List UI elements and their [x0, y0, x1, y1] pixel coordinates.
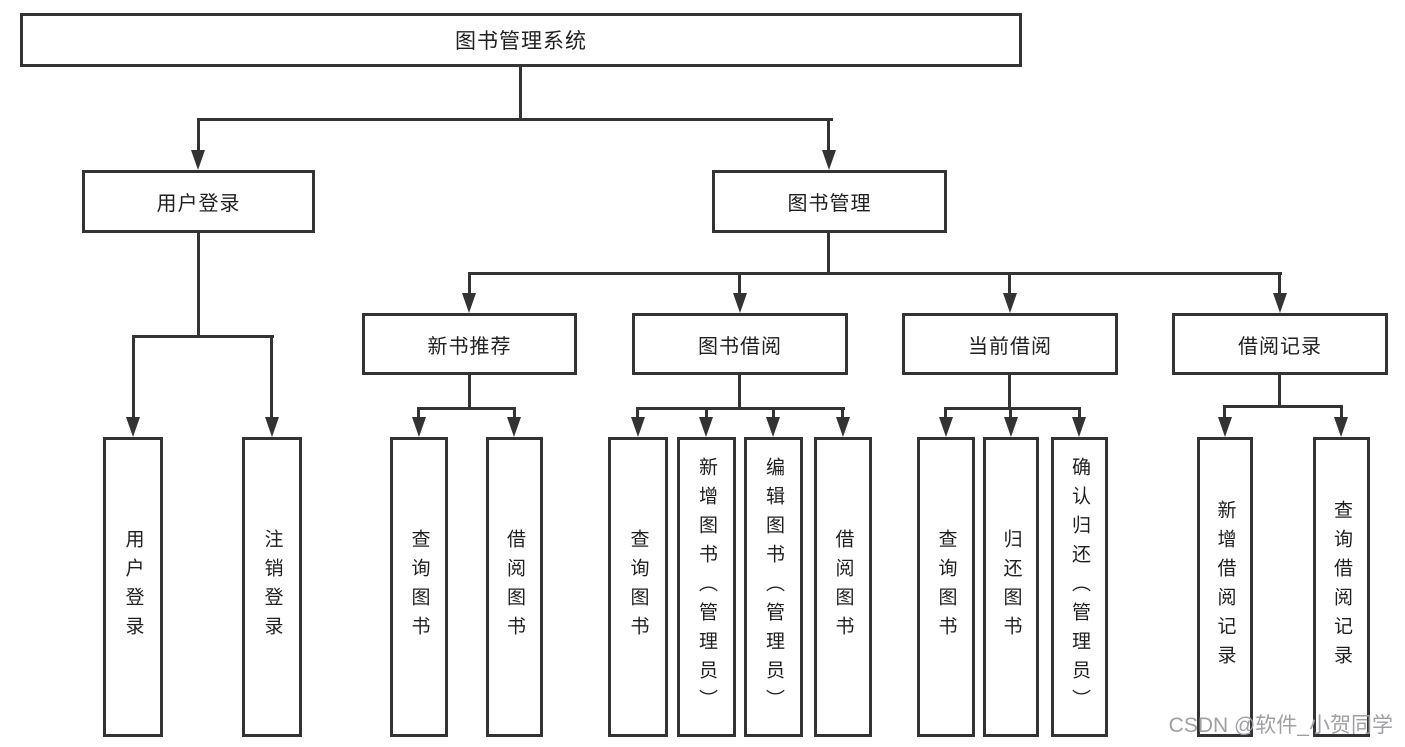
- node-book-borrow: 图书借阅: [632, 313, 848, 375]
- node-leaf-return-books: 归还图书: [983, 437, 1039, 737]
- arrow-down-icon: [766, 417, 780, 437]
- node-label: 借阅图书: [832, 529, 854, 645]
- node-label: 新增图书（管理员）: [696, 456, 717, 718]
- connector-book-mgmt-stem: [827, 233, 830, 272]
- connector-drop: [417, 407, 420, 419]
- connector-drop: [636, 407, 639, 419]
- arrow-down-icon: [1072, 417, 1086, 437]
- connector-drop: [738, 272, 741, 295]
- node-label: 注销登录: [261, 529, 283, 645]
- arrow-down-icon: [1334, 417, 1348, 437]
- connector-stem: [738, 375, 741, 407]
- connector-rail: [944, 407, 1081, 410]
- node-label: 借阅记录: [1238, 335, 1322, 358]
- node-book-management: 图书管理: [712, 170, 947, 233]
- arrow-down-icon: [1273, 293, 1287, 313]
- node-current-borrow: 当前借阅: [902, 313, 1118, 375]
- node-label: 确认归还（管理员）: [1069, 456, 1090, 718]
- node-leaf-confirm-return-admin: 确认归还（管理员）: [1051, 437, 1108, 737]
- node-label: 用户登录: [122, 529, 144, 645]
- arrow-down-icon: [191, 150, 205, 170]
- connector-drop-login: [197, 118, 200, 152]
- node-leaf-borrow-books-2: 借阅图书: [814, 437, 872, 737]
- connector-drop: [841, 407, 844, 419]
- node-label: 借阅图书: [504, 529, 525, 645]
- node-label: 新书推荐: [427, 335, 512, 358]
- node-label: 新增借阅记录: [1214, 500, 1236, 674]
- node-leaf-add-borrow-record: 新增借阅记录: [1197, 437, 1253, 737]
- connector-drop: [1008, 272, 1011, 295]
- node-user-login: 用户登录: [82, 170, 315, 233]
- arrow-down-icon: [733, 293, 747, 313]
- connector-drop: [468, 272, 471, 295]
- node-root: 图书管理系统: [20, 13, 1022, 67]
- connector-drop: [132, 335, 135, 419]
- node-leaf-query-books-2: 查询图书: [608, 437, 668, 737]
- node-label: 查询图书: [408, 529, 430, 645]
- arrow-down-icon: [462, 293, 476, 313]
- arrow-down-icon: [412, 417, 426, 437]
- node-label: 归还图书: [1000, 529, 1022, 645]
- connector-rail: [1223, 405, 1343, 408]
- node-root-label: 图书管理系统: [455, 30, 587, 53]
- node-label: 查询图书: [627, 529, 649, 645]
- arrow-down-icon: [631, 417, 645, 437]
- connector-drop-book-mgmt: [827, 118, 830, 152]
- arrow-down-icon: [836, 417, 850, 437]
- node-leaf-borrow-books-1: 借阅图书: [486, 437, 543, 737]
- node-label: 查询图书: [935, 529, 957, 645]
- node-label: 编辑图书（管理员）: [763, 456, 784, 718]
- arrow-down-icon: [507, 417, 521, 437]
- connector-drop: [1278, 272, 1281, 295]
- connector-drop: [944, 407, 947, 419]
- node-label: 图书借阅: [698, 335, 782, 358]
- node-leaf-query-books-3: 查询图书: [917, 437, 975, 737]
- arrow-down-icon: [699, 417, 713, 437]
- connector-drop: [772, 407, 775, 419]
- node-leaf-add-books-admin: 新增图书（管理员）: [677, 437, 736, 737]
- connector-drop: [513, 407, 516, 419]
- node-new-book-recommend: 新书推荐: [362, 313, 577, 375]
- node-leaf-logout: 注销登录: [242, 437, 302, 737]
- arrow-down-icon: [1218, 417, 1232, 437]
- connector-drop: [1223, 405, 1226, 419]
- node-book-management-label: 图书管理: [787, 193, 872, 215]
- connector-rail: [636, 407, 845, 410]
- connector-stem: [1278, 375, 1281, 406]
- node-user-login-label: 用户登录: [156, 193, 241, 215]
- node-label: 查询借阅记录: [1331, 500, 1352, 674]
- arrow-down-icon: [126, 417, 140, 437]
- connector-stem: [468, 375, 471, 407]
- connector-login-rail: [132, 335, 274, 338]
- node-leaf-user-login: 用户登录: [103, 437, 163, 737]
- node-label: 当前借阅: [968, 335, 1052, 358]
- node-borrow-records: 借阅记录: [1172, 313, 1388, 375]
- connector-drop: [270, 335, 273, 419]
- arrow-down-icon: [939, 417, 953, 437]
- connector-level2-rail: [197, 118, 833, 121]
- node-leaf-edit-books-admin: 编辑图书（管理员）: [744, 437, 803, 737]
- arrow-down-icon: [1004, 417, 1018, 437]
- arrow-down-icon: [822, 150, 836, 170]
- connector-drop: [1340, 405, 1343, 419]
- arrow-down-icon: [265, 417, 279, 437]
- connector-login-stem: [197, 233, 200, 335]
- node-leaf-query-books-1: 查询图书: [390, 437, 448, 737]
- connector-rail: [417, 407, 516, 410]
- connector-root-stem: [519, 67, 522, 118]
- connector-stem: [1008, 375, 1011, 407]
- connector-drop: [1078, 407, 1081, 419]
- connector-drop: [1009, 407, 1012, 419]
- node-leaf-query-borrow-record: 查询借阅记录: [1313, 437, 1370, 737]
- arrow-down-icon: [1003, 293, 1017, 313]
- csdn-watermark: CSDN @软件_小贺同学: [1168, 714, 1393, 737]
- connector-level3-rail: [468, 272, 1282, 275]
- connector-drop: [705, 407, 708, 419]
